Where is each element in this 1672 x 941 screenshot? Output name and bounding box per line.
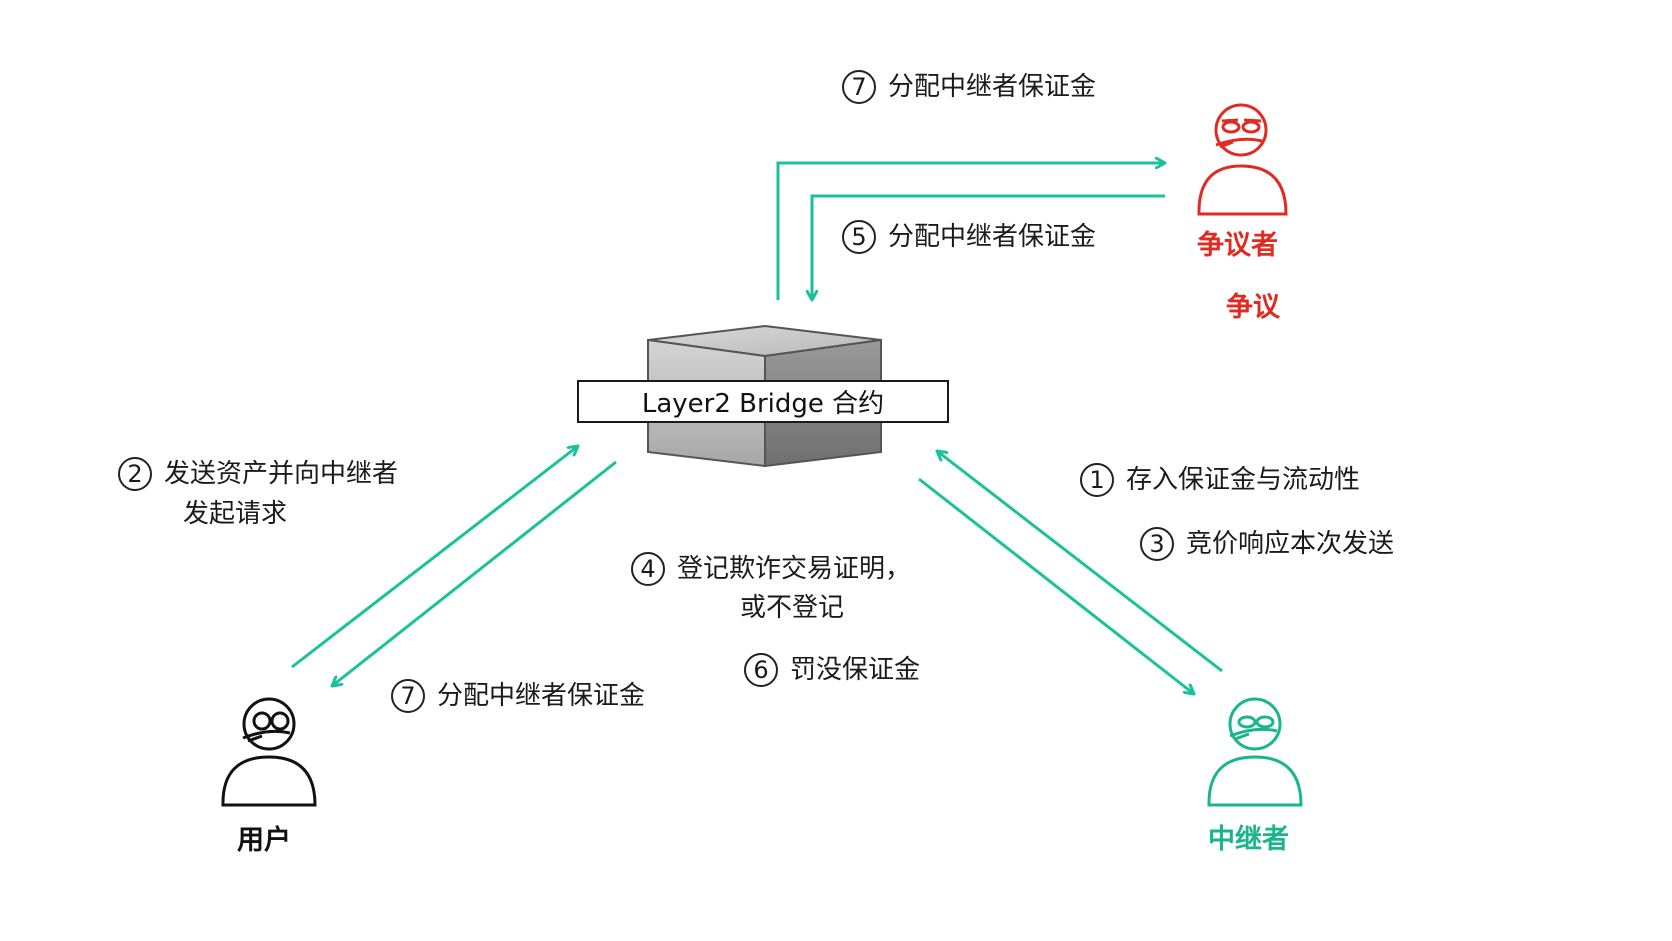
relayer-label: 中继者	[1208, 824, 1289, 855]
step-1: 1 存入保证金与流动性	[1080, 461, 1360, 499]
step-6: 6 罚没保证金	[744, 651, 920, 689]
step-2-line2: 发起请求	[183, 499, 288, 529]
step-5: 5 分配中继者保证金	[842, 218, 1096, 256]
step-2-number: 2	[118, 457, 152, 491]
user-person-icon	[221, 697, 317, 807]
step-7-left: 7 分配中继者保证金	[391, 677, 645, 715]
contract-label: Layer2 Bridge 合约	[641, 389, 885, 419]
contract-label-box: Layer2 Bridge 合约	[577, 380, 949, 423]
step-2: 2 发送资产并向中继者	[118, 455, 398, 493]
step-3-number: 3	[1140, 527, 1174, 561]
step-5-number: 5	[842, 220, 876, 254]
step-7-left-text: 分配中继者保证金	[437, 681, 646, 711]
relayer-person-icon	[1207, 697, 1303, 807]
disputer-person-icon	[1197, 103, 1288, 216]
step-1-number: 1	[1080, 463, 1114, 497]
arrow-contract-to-disputer	[776, 163, 1165, 300]
step-4: 4 登记欺诈交易证明，	[631, 550, 911, 588]
arrow-contract-to-user	[332, 460, 617, 686]
step-7-left-number: 7	[391, 679, 425, 713]
step-5-text: 分配中继者保证金	[888, 222, 1097, 252]
step-4-number: 4	[631, 552, 665, 586]
step-1-text: 存入保证金与流动性	[1126, 465, 1361, 495]
step-2-line1: 发送资产并向中继者	[164, 459, 399, 489]
arrow-disputer-to-contract	[812, 194, 1165, 300]
user-label: 用户	[237, 825, 291, 856]
disputer-label: 争议者	[1197, 230, 1278, 261]
dispute-action-label: 争议	[1226, 292, 1280, 323]
step-7-top: 7 分配中继者保证金	[842, 68, 1096, 106]
step-3-text: 竞价响应本次发送	[1186, 529, 1395, 559]
step-6-number: 6	[744, 653, 778, 687]
arrow-user-to-contract	[291, 446, 578, 669]
step-4-line1: 登记欺诈交易证明，	[677, 554, 912, 584]
step-7-top-text: 分配中继者保证金	[888, 72, 1097, 102]
step-7-number: 7	[842, 70, 876, 104]
step-4-line2: 或不登记	[740, 593, 845, 623]
step-3: 3 竞价响应本次发送	[1140, 525, 1394, 563]
arrow-contract-to-relayer	[918, 477, 1194, 694]
step-6-text: 罚没保证金	[790, 655, 921, 685]
arrow-relayer-to-contract	[937, 451, 1223, 673]
